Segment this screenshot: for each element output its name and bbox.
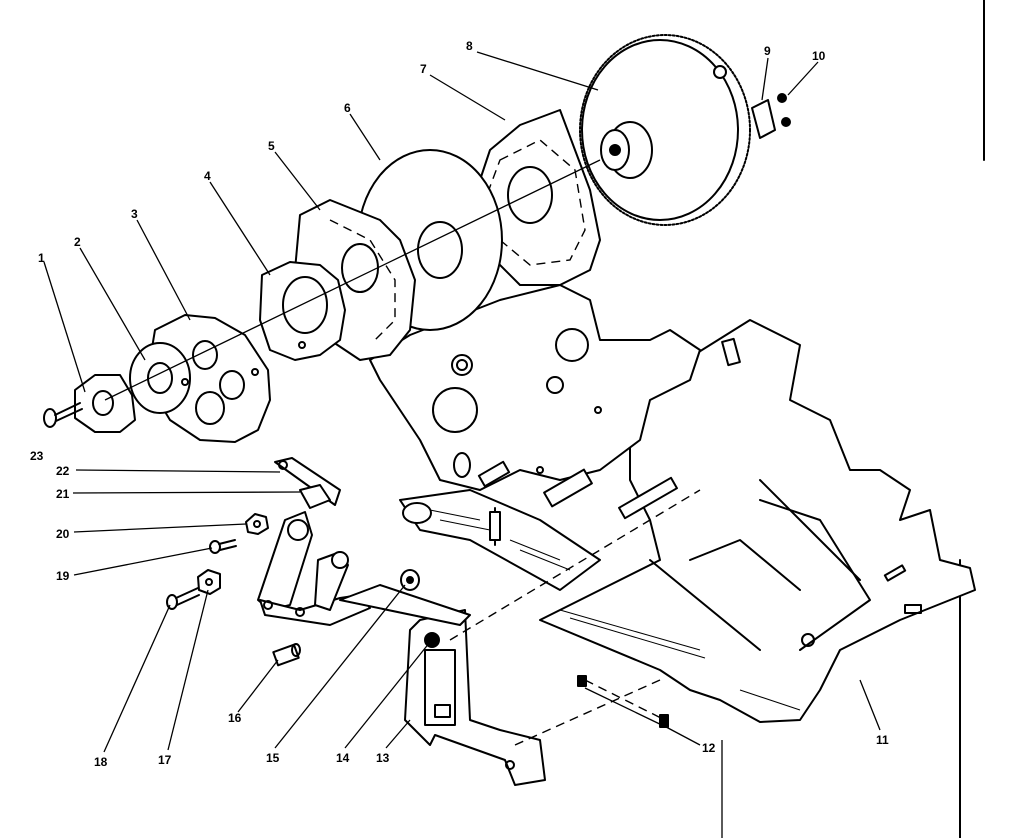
assembly-line bbox=[514, 679, 661, 746]
callout-20: 20 bbox=[56, 527, 70, 541]
part-7-cam-plate bbox=[479, 109, 601, 286]
callout-23: 23 bbox=[30, 449, 44, 463]
callout-21: 21 bbox=[56, 487, 70, 501]
callout-10: 10 bbox=[812, 49, 826, 63]
side-plate bbox=[369, 284, 701, 491]
callout-3: 3 bbox=[131, 207, 138, 221]
part-10-screw bbox=[777, 93, 791, 127]
callout-13: 13 bbox=[376, 751, 390, 765]
part-23-screw bbox=[43, 402, 83, 428]
callout-22: 22 bbox=[56, 464, 70, 478]
callout-12: 12 bbox=[702, 741, 716, 755]
part-2-small-plate bbox=[129, 342, 191, 414]
part-11-base-frame bbox=[539, 319, 976, 723]
part-4-cam bbox=[259, 261, 346, 361]
callout-15: 15 bbox=[266, 751, 280, 765]
part-16-pin bbox=[272, 643, 301, 667]
callout-17: 17 bbox=[158, 753, 172, 767]
leader-lines bbox=[43, 51, 881, 753]
part-8-large-gear bbox=[579, 34, 751, 226]
callout-16: 16 bbox=[228, 711, 242, 725]
part-15-washer bbox=[400, 569, 420, 591]
callout-7: 7 bbox=[420, 62, 427, 76]
callout-11: 11 bbox=[876, 733, 889, 747]
callout-14: 14 bbox=[336, 751, 350, 765]
callout-18: 18 bbox=[94, 755, 108, 769]
shaft-axis-line bbox=[104, 159, 601, 401]
assembly-line bbox=[449, 489, 701, 641]
callout-labels: 1 2 3 4 5 6 7 8 9 10 11 12 13 14 15 16 1… bbox=[30, 39, 889, 769]
callout-2: 2 bbox=[74, 235, 81, 249]
part-12-screw bbox=[577, 675, 669, 728]
callout-19: 19 bbox=[56, 569, 70, 583]
callout-1: 1 bbox=[38, 251, 45, 265]
arm-assembly bbox=[257, 511, 471, 626]
callout-4: 4 bbox=[204, 169, 211, 183]
part-3-plate bbox=[149, 314, 271, 443]
callout-5: 5 bbox=[268, 139, 275, 153]
center-bracket bbox=[399, 460, 678, 591]
callout-8: 8 bbox=[466, 39, 473, 53]
part-19-screw bbox=[209, 539, 237, 554]
part-20-nut bbox=[245, 513, 269, 535]
part-18-screw bbox=[166, 587, 200, 610]
part-9-clip bbox=[751, 99, 776, 139]
callout-9: 9 bbox=[764, 44, 771, 58]
part-21-link bbox=[299, 484, 331, 509]
callout-6: 6 bbox=[344, 101, 351, 115]
part-17-nut bbox=[197, 569, 221, 595]
part-1-washer bbox=[74, 374, 136, 433]
assembly-line bbox=[584, 679, 666, 721]
part-13-lower-bracket bbox=[404, 609, 546, 786]
